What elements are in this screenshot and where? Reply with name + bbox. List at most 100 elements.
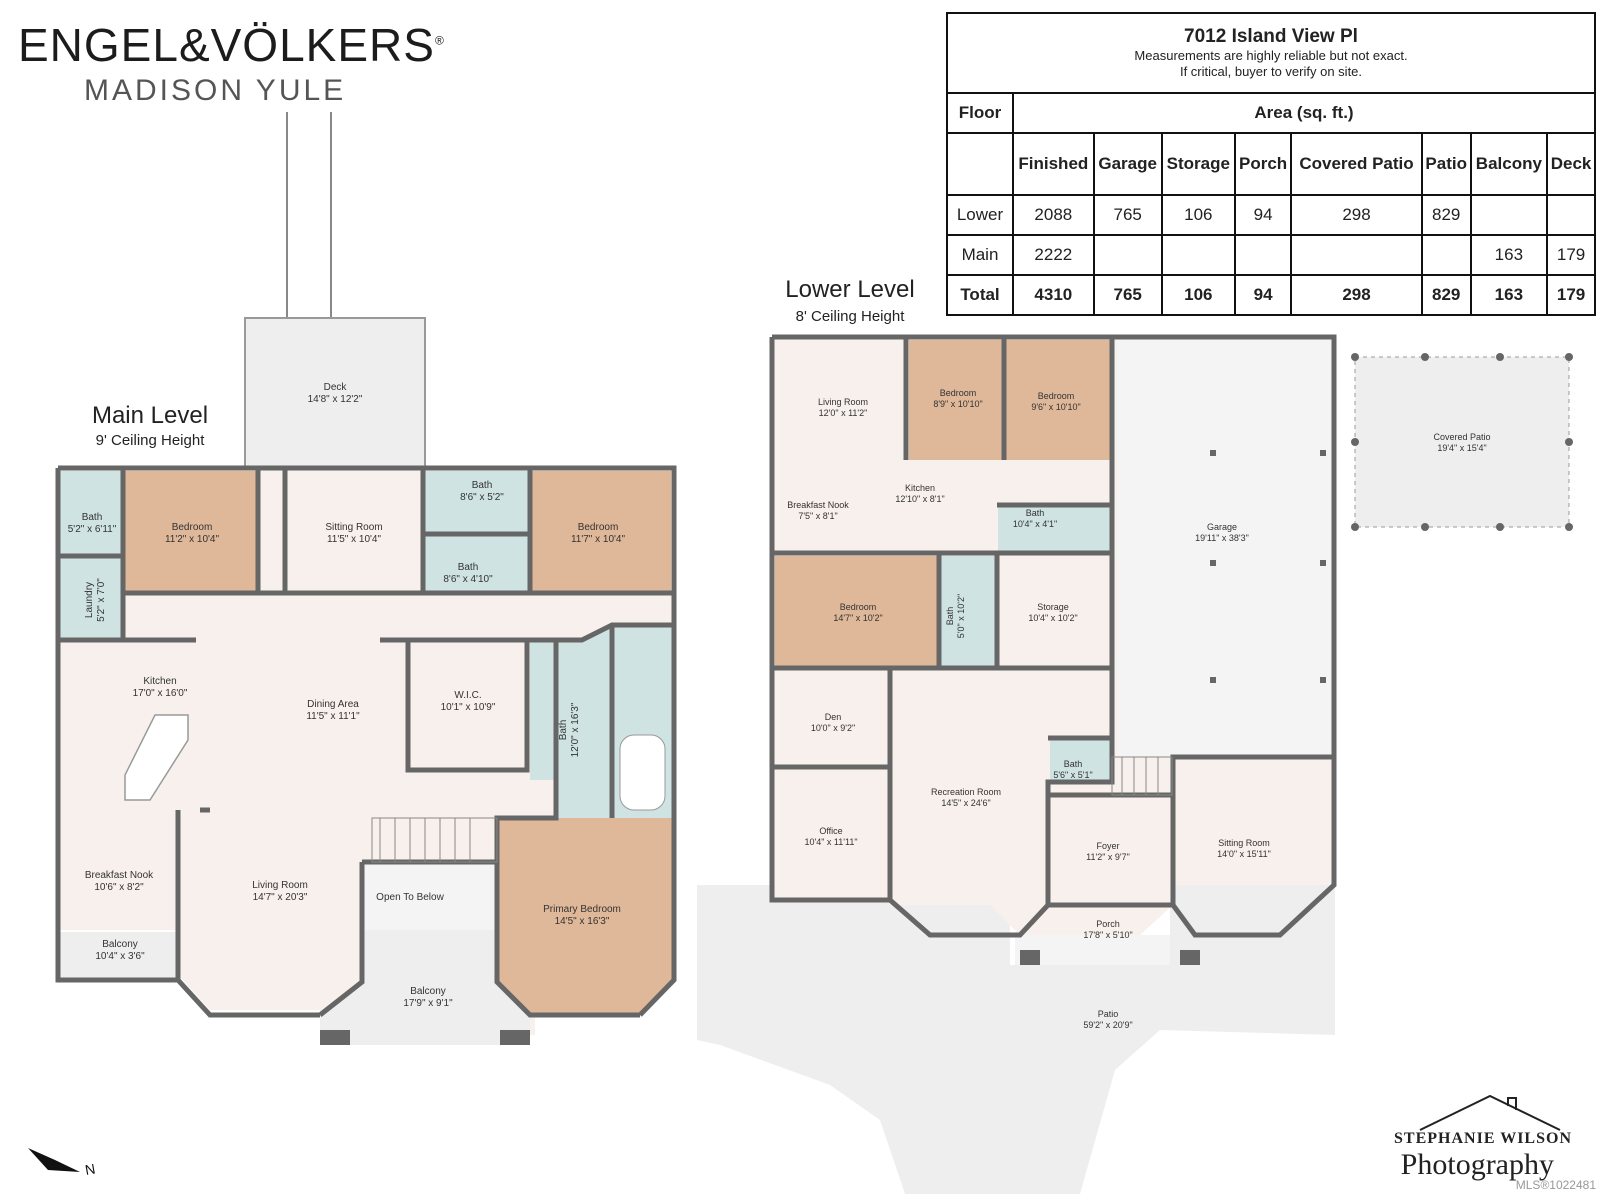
room-dim: 7'5" x 8'1": [798, 511, 837, 521]
room-label: Deck: [324, 382, 348, 393]
cell: 94: [1233, 274, 1293, 316]
main-level-ceiling: 9' Ceiling Height: [95, 432, 205, 449]
cell: 106: [1160, 274, 1236, 316]
room-label: Balcony: [102, 939, 138, 950]
cell: [1420, 234, 1472, 276]
room-dim: 10'4" x 11'11": [804, 837, 857, 847]
lower-stairs: [1111, 756, 1173, 796]
room-dim: 14'7" x 10'2": [833, 613, 882, 623]
bath-fill: [60, 471, 123, 554]
room-label: Garage: [1207, 522, 1237, 532]
room-dim: 19'11" x 38'3": [1195, 533, 1249, 543]
cell: 163: [1469, 234, 1549, 276]
table-row: Lower 2088 765 106 94 298 829: [946, 194, 1596, 236]
brand-logo: ENGEL&VÖLKERS®: [18, 18, 445, 72]
room-label: Breakfast Nook: [787, 500, 849, 510]
room-dim: 10'4" x 10'2": [1028, 613, 1077, 623]
room-label: Bedroom: [1038, 391, 1075, 401]
room-label: Balcony: [410, 986, 446, 997]
room-label: Laundry: [84, 582, 95, 618]
bath-fill: [425, 471, 528, 533]
room-dim: 12'10" x 8'1": [895, 494, 944, 504]
room-label: Breakfast Nook: [85, 870, 154, 881]
primary-bedroom-fill: [497, 818, 674, 1015]
room-label: Bedroom: [172, 522, 213, 533]
cell: 179: [1546, 234, 1596, 276]
cell: 298: [1290, 274, 1423, 316]
room-dim: 5'2" x 6'11": [68, 524, 117, 535]
row-floor: Main: [946, 234, 1014, 276]
bath-fill: [941, 556, 995, 666]
cell: 829: [1420, 194, 1472, 236]
agent-name: MADISON YULE: [84, 74, 347, 107]
kitchen-island: [124, 714, 189, 801]
room-label: Bedroom: [840, 602, 877, 612]
post: [1020, 950, 1040, 965]
room-dim: 10'1" x 10'9": [441, 702, 496, 713]
room-label: Sitting Room: [325, 522, 382, 533]
room-dim: 17'0" x 16'0": [133, 688, 188, 699]
room-label: Covered Patio: [1433, 432, 1490, 442]
room-dim: 12'0" x 11'2": [819, 408, 868, 418]
room-label: Kitchen: [143, 676, 176, 687]
cell: [1290, 234, 1423, 276]
main-level-title: Main Level: [91, 402, 209, 429]
column-header: Storage: [1160, 132, 1236, 196]
covered-patio: [1354, 356, 1570, 528]
garage-fill: [1117, 337, 1334, 757]
room-label: Den: [825, 712, 842, 722]
lower-room-labels: Living Room 12'0" x 11'2" Bedroom 8'9" x…: [787, 388, 1490, 1030]
cell: 765: [1092, 194, 1163, 236]
cell: 298: [1290, 194, 1423, 236]
room-dim: 17'8" x 5'10": [1083, 930, 1132, 940]
photographer-title: Photography: [1400, 1148, 1554, 1181]
room-dim: 11'7" x 10'4": [571, 534, 626, 545]
mls-number: MLS®1022481: [1515, 1178, 1596, 1192]
cell: [1546, 194, 1596, 236]
table-header-cell: 7012 Island View Pl Measurements are hig…: [946, 12, 1596, 94]
room-dim: 10'4" x 3'6": [95, 951, 145, 962]
bedroom-fill: [909, 340, 1002, 460]
table-title: 7012 Island View Pl: [1184, 26, 1358, 47]
main-room-labels: Deck 14'8" x 12'2" Bath 5'2" x 6'11" Bed…: [68, 382, 626, 1009]
deck-area: [244, 317, 426, 469]
cell: [1469, 194, 1549, 236]
column-header: Finished: [1012, 132, 1095, 196]
room-label: Office: [819, 826, 842, 836]
room-dim: 11'5" x 11'1": [306, 711, 360, 722]
lower-walls: [769, 334, 1337, 938]
cell: 2088: [1012, 194, 1095, 236]
room-dim: 9'6" x 10'10": [1031, 402, 1080, 412]
room-dim: 14'8" x 12'2": [308, 394, 363, 405]
room-label: Primary Bedroom: [543, 904, 621, 915]
cell: 765: [1092, 274, 1163, 316]
room-dim: 11'5" x 10'4": [327, 534, 382, 545]
cell: 829: [1420, 274, 1472, 316]
post: [1180, 950, 1200, 965]
lower-level-title: Lower Level: [785, 276, 915, 303]
table-row-total: Total 4310 765 106 94 298 829 163 179: [946, 274, 1596, 316]
room-dim: 14'5" x 24'6": [941, 798, 990, 808]
room-dim: 5'6" x 5'1": [1053, 770, 1092, 780]
table-note-2: If critical, buyer to verify on site.: [1179, 64, 1363, 79]
room-dim: 8'6" x 4'10": [443, 574, 493, 585]
porch-fill: [1015, 935, 1170, 965]
floor-header: Floor: [946, 92, 1014, 134]
room-dim: 19'4" x 15'4": [1437, 443, 1486, 453]
area-header: Area (sq. ft.): [1012, 92, 1596, 134]
post: [500, 1030, 530, 1045]
patio-fill: [697, 885, 1335, 1194]
room-label: Bath: [558, 720, 569, 741]
column-header: Balcony: [1469, 132, 1549, 196]
lower-level-ceiling: 8' Ceiling Height: [795, 308, 905, 325]
room-label: Kitchen: [905, 483, 935, 493]
bedroom-fill: [1006, 340, 1112, 460]
open-to-below-fill: [362, 862, 497, 930]
balcony-fill: [60, 932, 178, 980]
cell: [1160, 234, 1236, 276]
room-label: Porch: [1096, 919, 1120, 929]
room-label: Patio: [1098, 1009, 1119, 1019]
room-label: Recreation Room: [931, 787, 1001, 797]
room-label: Sitting Room: [1218, 838, 1270, 848]
bath-fill: [998, 507, 1110, 553]
